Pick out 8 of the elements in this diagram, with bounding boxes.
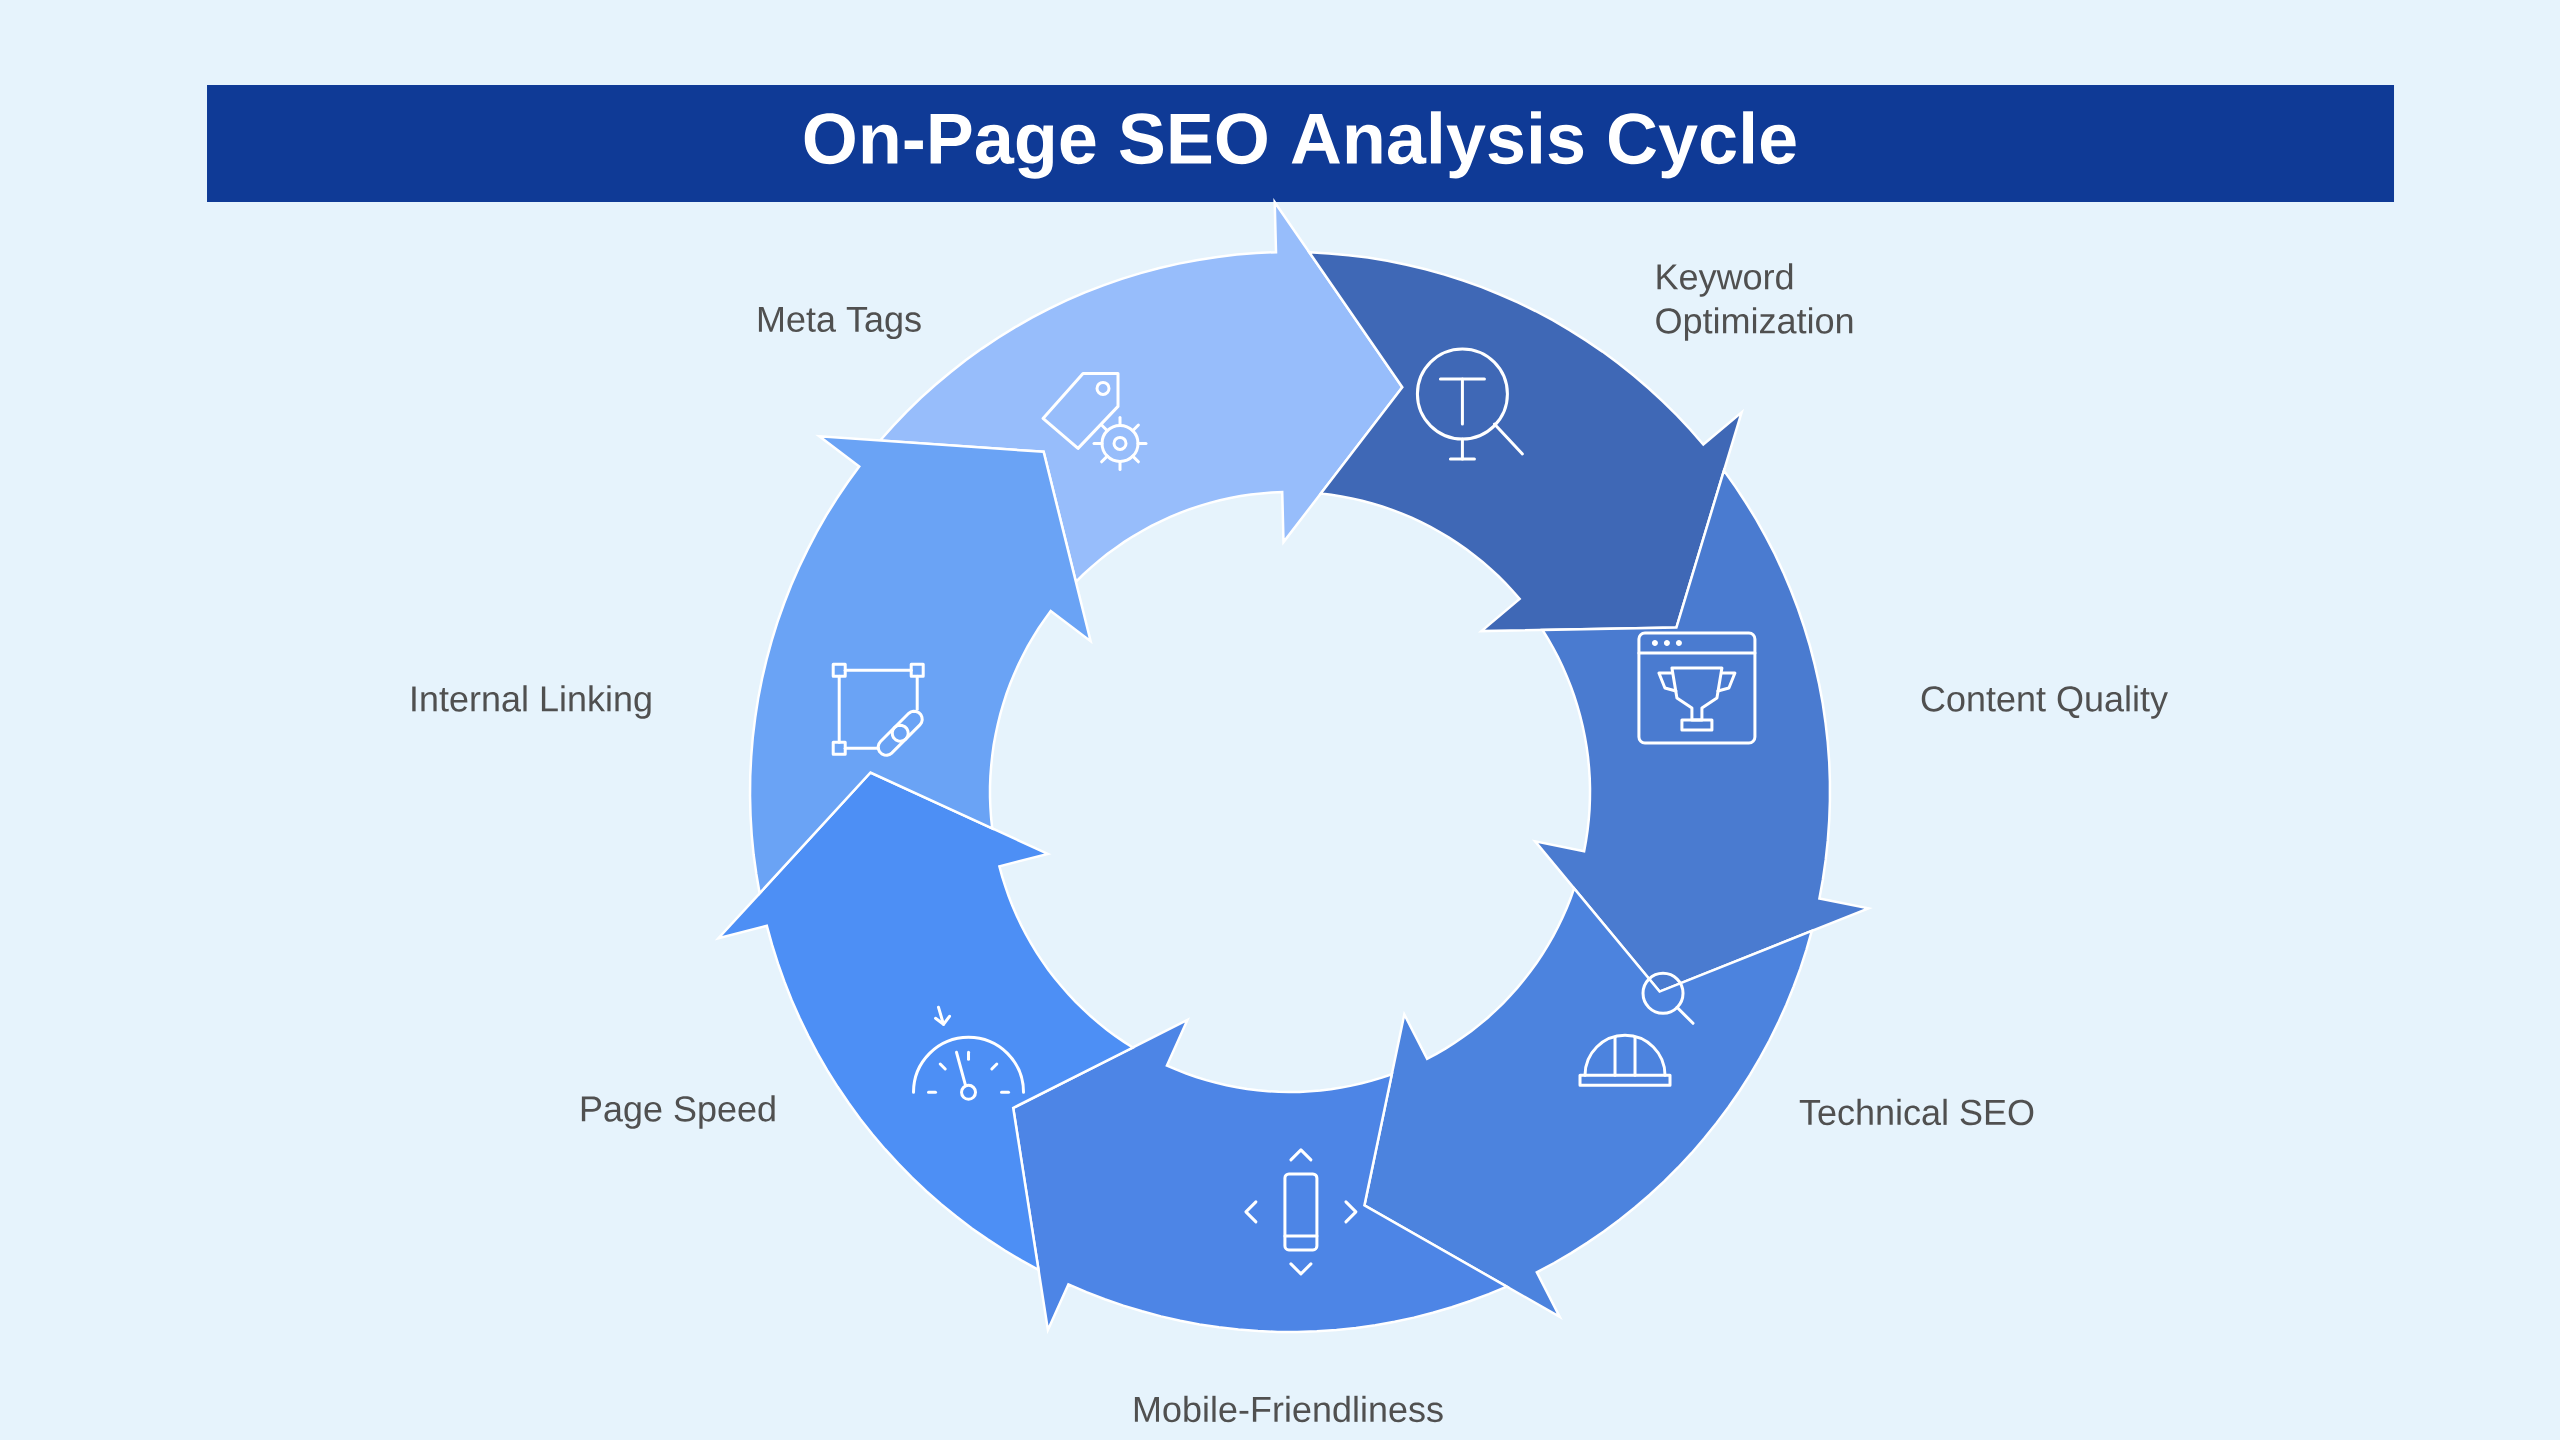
step-label: Keyword Optimization [1656, 263, 1853, 341]
title-banner: On-Page SEO Analysis Cycle [207, 85, 2394, 202]
step-label: Technical SEO [1799, 1098, 2034, 1126]
step-label: Content Quality [1921, 685, 2168, 719]
step-label: Meta Tags [758, 306, 921, 340]
step-label: Internal Linking [412, 685, 651, 719]
step-label: Mobile-Friendliness [1134, 1395, 1443, 1423]
step-label: Page Speed [581, 1095, 775, 1129]
